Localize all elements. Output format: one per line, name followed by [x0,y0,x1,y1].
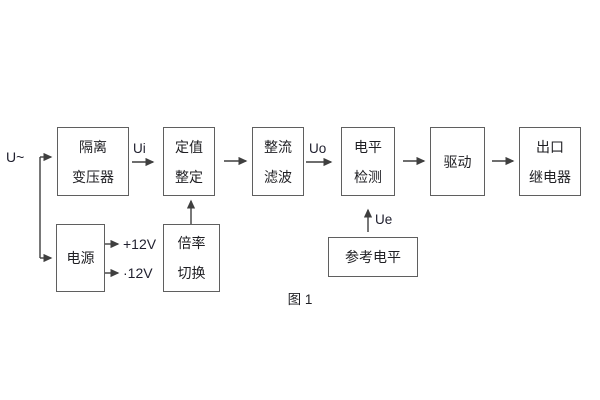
block-power-supply-line1: 电源 [66,250,95,266]
block-setting-adjust-line1: 定值 [175,138,203,155]
block-isolation-transformer: 隔离 变压器 [57,127,129,196]
block-rectifier-filter: 整流 滤波 [252,127,304,196]
block-level-detect-line2: 检测 [354,168,382,185]
block-setting-adjust: 定值 整定 [163,127,215,196]
block-reference-level-line1: 参考电平 [345,249,401,265]
block-rectifier-filter-line1: 整流 [264,138,292,155]
block-driver-line1: 驱动 [443,153,472,170]
figure-caption: 图 1 [287,292,313,307]
label-rail-neg: ·12V [123,265,153,281]
block-level-detect: 电平 检测 [341,127,395,196]
block-output-relay-line2: 继电器 [529,168,571,185]
block-isolation-transformer-line1: 隔离 [79,138,107,155]
label-ui-signal: Ui [133,141,146,156]
block-ratio-switch-line1: 倍率 [177,235,206,251]
block-setting-adjust-line2: 整定 [175,168,203,185]
block-isolation-transformer-line2: 变压器 [72,168,114,185]
block-ratio-switch: 倍率 切换 [163,224,220,292]
block-level-detect-line1: 电平 [354,138,382,155]
label-uo-signal: Uo [309,141,327,156]
label-input-signal: U~ [6,149,25,165]
block-ratio-switch-line2: 切换 [177,265,206,281]
label-ue-signal: Ue [375,212,393,227]
block-driver: 驱动 [430,127,485,196]
label-rail-pos: +12V [123,236,157,252]
block-rectifier-filter-line2: 滤波 [264,168,292,185]
block-output-relay: 出口 继电器 [519,127,581,196]
block-power-supply: 电源 [56,224,105,292]
block-output-relay-line1: 出口 [536,138,564,155]
block-reference-level: 参考电平 [328,237,418,277]
